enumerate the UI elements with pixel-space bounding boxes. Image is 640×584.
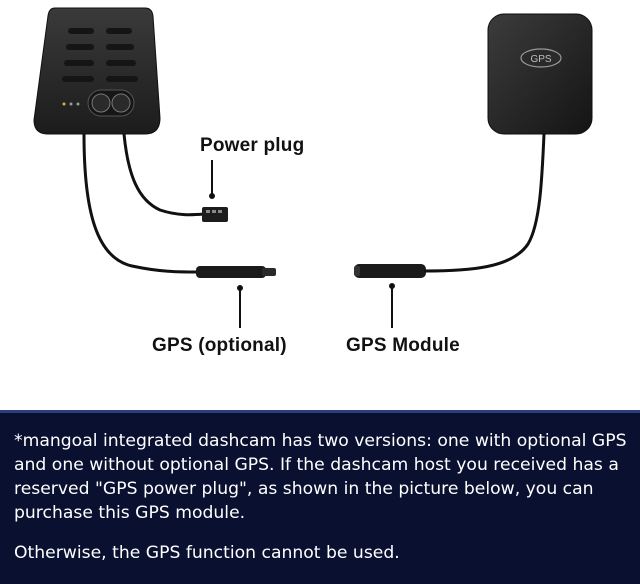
dashcam-button-icon xyxy=(111,93,131,113)
gps-cable xyxy=(82,133,199,274)
led-icon xyxy=(62,102,66,106)
notice-paragraph: *mangoal integrated dashcam has two vers… xyxy=(14,431,627,523)
callout-pointers xyxy=(209,160,395,328)
gps-optional-connector xyxy=(196,266,276,278)
dashcam-button-icon xyxy=(91,93,111,113)
gps-badge-text: GPS xyxy=(530,54,551,65)
dashcam xyxy=(33,7,161,135)
gps-module: GPS xyxy=(487,13,593,135)
power-cable xyxy=(122,133,205,217)
dashcam-vents xyxy=(62,28,138,82)
notice-panel: *mangoal integrated dashcam has two vers… xyxy=(0,410,640,584)
gps-module-label: GPS Module xyxy=(346,335,460,356)
notice-paragraph-2: Otherwise, the GPS function cannot be us… xyxy=(14,543,400,563)
product-illustration: GPS xyxy=(33,7,593,328)
gps-optional-label: GPS (optional) xyxy=(152,335,287,356)
gps-module-connector xyxy=(354,264,426,278)
gps-module-cable xyxy=(423,133,546,273)
gps-badge-icon xyxy=(520,48,562,68)
power-plug-connector xyxy=(202,207,228,222)
power-plug-label: Power plug xyxy=(200,135,305,156)
product-photo: GPS Power plug GPS (optional) GPS Module xyxy=(33,7,593,356)
